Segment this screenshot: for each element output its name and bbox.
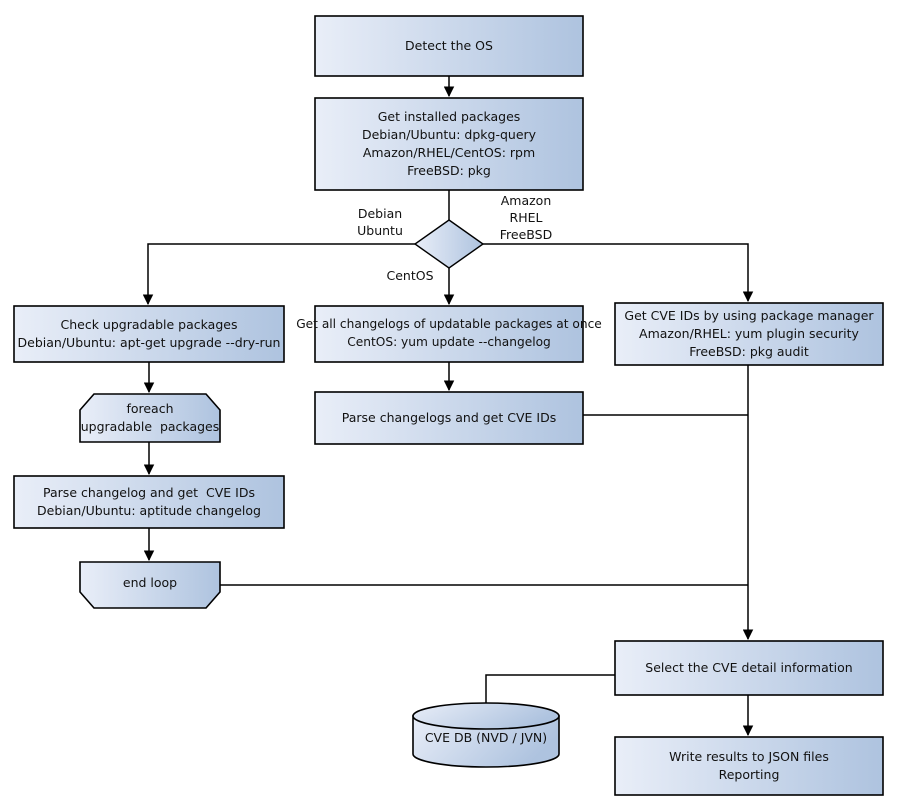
- edge-label-debian-ubuntu: Debian Ubuntu: [357, 206, 403, 238]
- node-check-upgradable-packages[interactable]: [13, 305, 285, 363]
- edge-label-amazon-rhel-freebsd: Amazon RHEL FreeBSD: [499, 193, 553, 242]
- edge-select-cve-to-database: [485, 674, 615, 703]
- edge-decision-to-package-manager: [483, 243, 754, 303]
- node-shapes: [13, 15, 884, 796]
- connectors: [142, 76, 754, 737]
- node-write-results[interactable]: [614, 736, 884, 796]
- node-os-decision[interactable]: [413, 219, 485, 269]
- node-get-installed-packages[interactable]: [314, 97, 584, 191]
- node-end-loop[interactable]: [79, 561, 221, 609]
- edge-label-centos: CentOS: [386, 268, 434, 283]
- node-parse-changelog-cve[interactable]: [13, 475, 285, 529]
- node-parse-changelogs-cve[interactable]: [314, 391, 584, 445]
- node-detect-os[interactable]: [314, 15, 584, 77]
- node-cve-database[interactable]: [412, 702, 560, 768]
- node-get-cve-ids-package-manager[interactable]: [614, 302, 884, 366]
- edge-decision-to-check-upgradable: [142, 243, 415, 306]
- node-foreach-loop-start[interactable]: [79, 393, 221, 443]
- node-select-cve-detail[interactable]: [614, 640, 884, 696]
- node-get-all-changelogs[interactable]: [314, 305, 584, 363]
